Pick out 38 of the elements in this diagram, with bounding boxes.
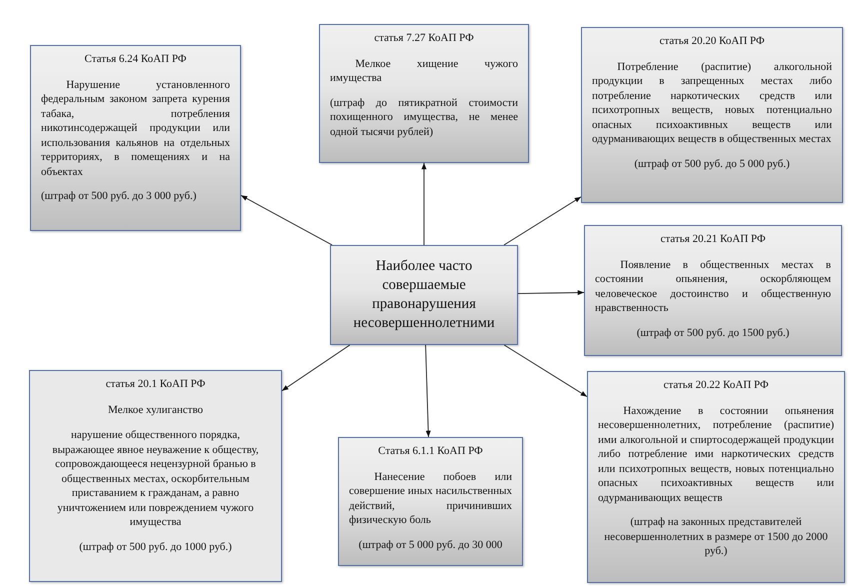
description-text: Нанесение побоев или совершение иных насильственных действий, причинивших физическую боль	[349, 470, 512, 528]
article-heading: статья 20.1 КоАП РФ	[104, 377, 206, 392]
article-box	[29, 370, 282, 582]
arrow	[425, 344, 431, 438]
arrow	[504, 344, 588, 398]
arrow	[518, 290, 584, 296]
article-box	[581, 27, 843, 203]
article-heading: Статья 6.1.1 КоАП РФ	[377, 444, 484, 459]
article-box	[338, 437, 523, 566]
arrow	[504, 196, 582, 246]
description-text: Нарушение установленного федеральным законом запрета курения табака, потребления никотинсодержащей продукции или использования кальянов на отдельных территориях, в помещениях и на объектах	[41, 78, 230, 180]
article-box	[587, 371, 845, 583]
fine-text: (штраф от 5 000 руб. до 30 000	[358, 538, 504, 552]
description-text: нарушение общественного порядка, выражающее явное неуважение к обществу, сопровождающееся нецензурной бранью в общественных местах, оскорбительным приставанием к гражданам, а равно уничтожением или повреждением чужого имущества	[51, 428, 260, 530]
article-heading: статья 20.21 КоАП РФ	[659, 232, 767, 247]
fine-text: (штраф от 500 руб. до 3 000 руб.)	[41, 189, 198, 204]
description-text: Нахождение в состоянии опьянения несовершеннолетних, потребление (распитие) ими алкогольной и спиртосодержащей продукции либо потребление ими наркотических средств или психотропных веществ, новых потенциально опасных психоактивных веществ или одурманивающих веществ	[598, 404, 834, 506]
article-heading: статья 20.22 КоАП РФ	[662, 378, 770, 393]
article-heading: Статья 6.24 КоАП РФ	[84, 52, 188, 67]
article-box	[319, 24, 529, 163]
fine-text: (штраф от 500 руб. до 5 000 руб.)	[633, 156, 791, 172]
description-text: Появление в общественных местах в состоянии опьянения, оскорбляющем человеческое достоинство и общественную нравственность	[595, 258, 831, 316]
article-box	[30, 45, 241, 231]
fine-text: (штраф от 500 руб. до 1000 руб.)	[78, 540, 233, 554]
fine-text: (штраф до пятикратной стоимости похищенного имущества, не менее одной тысячи рублей)	[330, 96, 518, 140]
arrow	[240, 194, 333, 246]
description-text: Потребление (распитие) алкогольной продукции в запрещенных местах либо потребление наркотических средств или психотропных веществ, новых потенциально опасных психоактивных веществ или одурманивающих веществ в общественных местах	[592, 60, 832, 147]
article-heading: статья 20.20 КоАП РФ	[658, 34, 766, 49]
fine-text: (штраф от 500 руб. до 1500 руб.)	[636, 326, 790, 340]
fine-text: (штраф на законных представителей несовершеннолетних в размере от 1500 до 2000 руб.)	[603, 515, 829, 559]
offense-name: Мелкое хулиганство	[106, 402, 204, 418]
description-text: Мелкое хищение чужого имущества	[330, 56, 518, 86]
title-text: Наиболее часто совершаемые правонарушения несовершеннолетними	[352, 257, 496, 333]
arrow	[421, 162, 427, 246]
article-heading: статья 7.27 КоАП РФ	[373, 31, 475, 46]
central-box	[330, 245, 518, 345]
arrow	[282, 344, 350, 392]
article-box	[584, 225, 842, 356]
